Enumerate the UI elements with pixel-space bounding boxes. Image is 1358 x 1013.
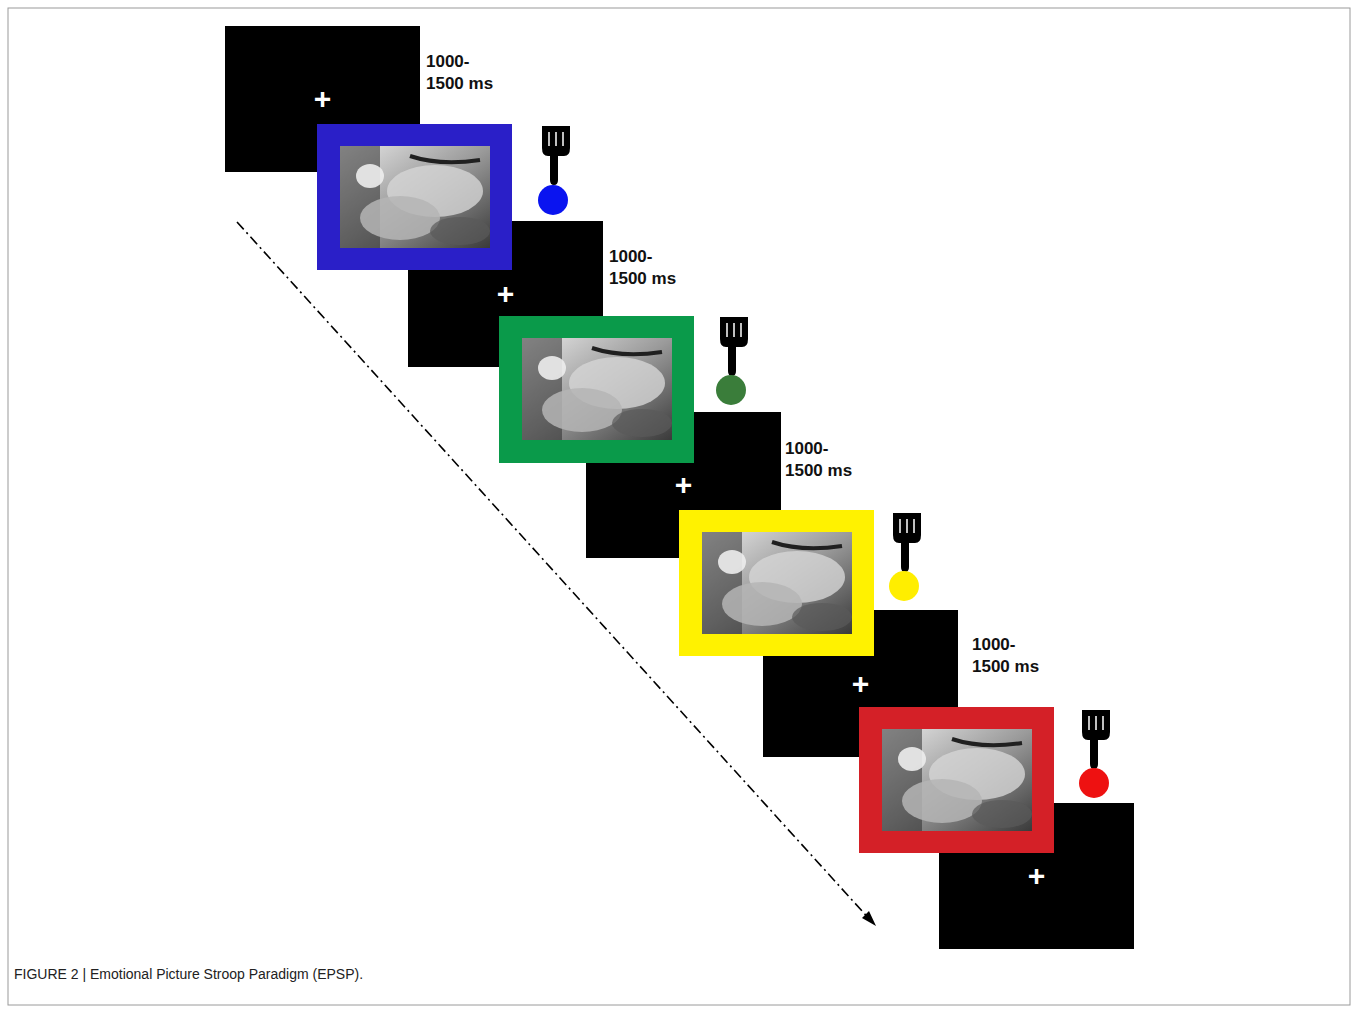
fixation-cross: + <box>675 470 693 500</box>
fixation-cross: + <box>497 279 515 309</box>
fixation-cross: + <box>852 669 870 699</box>
picture-frame-yellow <box>679 510 874 656</box>
fixation-screen: + <box>225 26 420 172</box>
timing-label: 1000- 1500 ms <box>972 634 1050 678</box>
fixation-screen: + <box>408 221 603 367</box>
picture-frame-blue <box>317 124 512 270</box>
timing-label: 1000- 1500 ms <box>426 51 504 95</box>
response-buttons <box>538 185 1109 798</box>
timing-label: 1000- 1500 ms <box>609 246 687 290</box>
fixation-cross: + <box>314 84 332 114</box>
fixation-screen: + <box>939 803 1134 949</box>
fixation-screen: + <box>586 412 781 558</box>
picture-frame-green <box>499 316 694 463</box>
response-hands <box>542 126 1110 769</box>
timing-label: 1000- 1500 ms <box>785 438 863 482</box>
time-arrowhead <box>862 911 876 926</box>
fixation-cross: + <box>1028 861 1046 891</box>
figure-caption: FIGURE 2 | Emotional Picture Stroop Para… <box>14 966 363 982</box>
picture-frame-red <box>859 707 1054 853</box>
time-arrow <box>237 222 872 922</box>
fixation-screen: + <box>763 610 958 757</box>
figure-border <box>8 8 1350 1005</box>
fixation-screens <box>225 26 1134 949</box>
